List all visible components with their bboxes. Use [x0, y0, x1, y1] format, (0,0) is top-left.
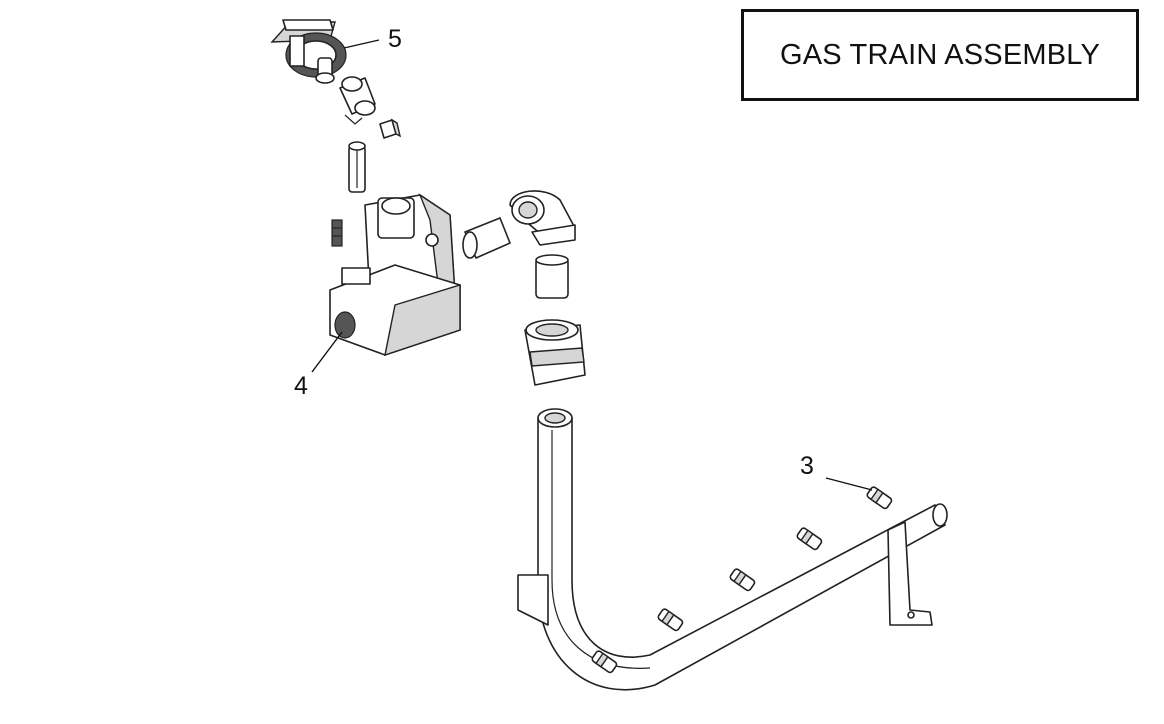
pipe-plug-part — [379, 118, 402, 139]
elbow-fitting-part — [509, 190, 576, 246]
title-box: GAS TRAIN ASSEMBLY — [741, 9, 1139, 101]
gas-valve-part — [329, 193, 461, 357]
manifold-pipe-part — [517, 408, 948, 691]
pressure-switch-part — [270, 19, 347, 84]
leader-line-5 — [343, 39, 380, 49]
burner-orifices-part — [591, 486, 893, 674]
horizontal-nipple-part — [462, 217, 511, 259]
diagram-title: GAS TRAIN ASSEMBLY — [779, 38, 1101, 71]
leader-line-3 — [825, 477, 873, 491]
coupling-part — [535, 254, 569, 299]
callout-4: 4 — [294, 372, 308, 400]
tee-fitting-part — [339, 76, 376, 125]
pipe-nipple-part — [348, 141, 366, 193]
union-fitting-part — [524, 319, 586, 386]
callout-3: 3 — [800, 452, 814, 480]
leader-line-4 — [311, 331, 343, 373]
callout-5: 5 — [388, 25, 402, 53]
